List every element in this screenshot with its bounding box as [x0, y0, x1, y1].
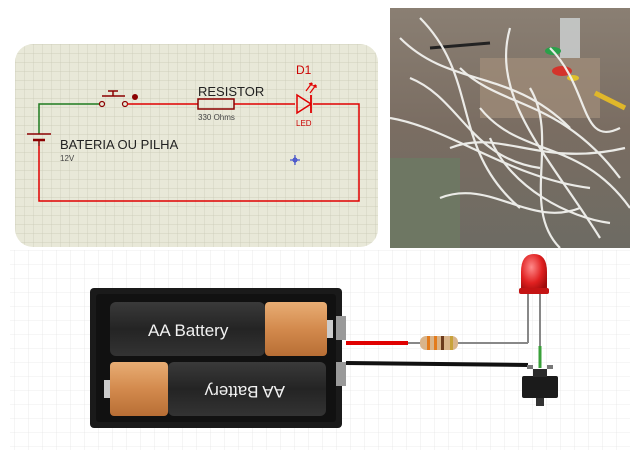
battery-top	[110, 302, 333, 356]
wires-photo-image	[390, 8, 630, 248]
resistor-symbol	[197, 98, 235, 110]
push-button-switch	[98, 90, 138, 108]
red-led	[519, 254, 549, 368]
breadboard-diagram: AA Battery AA Battery	[0, 250, 640, 457]
wires-photo	[390, 8, 630, 248]
origin-marker-icon	[290, 155, 300, 165]
battery-value: 12V	[60, 154, 75, 163]
wire-red-3	[38, 103, 360, 202]
resistor	[408, 336, 528, 350]
led-symbol	[296, 82, 317, 115]
battery-terminal-positive	[336, 316, 346, 340]
battery-terminal-negative	[336, 362, 346, 386]
battery-top-label: AA Battery	[148, 321, 229, 340]
push-button	[522, 365, 558, 406]
breadboard-view: AA Battery AA Battery	[0, 250, 640, 457]
wire-black	[345, 361, 529, 367]
battery-bottom	[104, 362, 326, 416]
battery-bottom-label: AA Battery	[204, 382, 285, 401]
battery-label: BATERIA OU PILHA	[60, 137, 179, 152]
resistor-label: RESISTOR	[198, 84, 264, 99]
led-ref: D1	[296, 63, 312, 77]
resistor-value: 330 Ohms	[198, 113, 235, 122]
battery-symbol	[27, 133, 51, 146]
schematic-panel: RESISTOR 330 Ohms D1 LED BATERIA OU PILH…	[15, 44, 378, 247]
wire-green	[38, 103, 100, 134]
led-label: LED	[296, 119, 312, 128]
schematic-diagram: RESISTOR 330 Ohms D1 LED BATERIA OU PILH…	[15, 44, 378, 247]
